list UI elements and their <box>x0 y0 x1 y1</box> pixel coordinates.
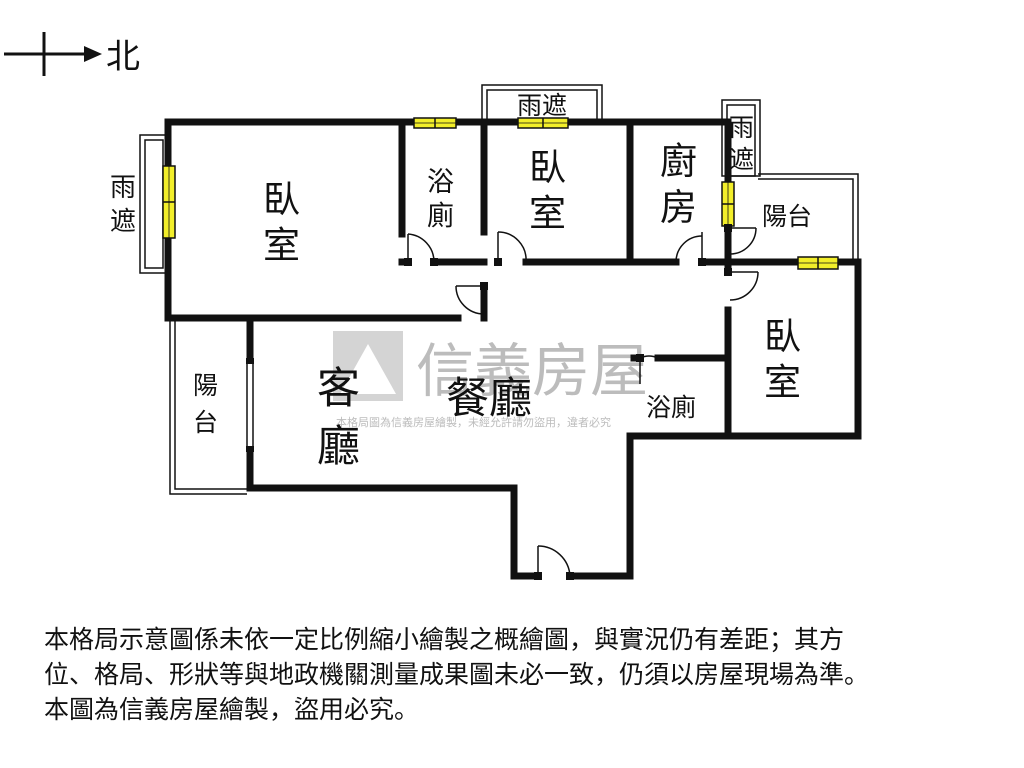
sliding-door-west <box>246 358 254 452</box>
canopy-west-1: 雨 <box>110 173 136 203</box>
room-balcony-east: 陽台 <box>762 202 812 231</box>
balcony-east-outline <box>758 173 859 264</box>
door-bedroom-east <box>729 271 759 301</box>
disclaimer-line-1: 本格局示意圖係未依一定比例縮小繪製之概繪圖，與實況仍有差距；其方 <box>44 625 845 654</box>
room-bath-east: 浴廁 <box>646 393 696 422</box>
watermark-logo-icon <box>333 331 403 401</box>
room-bath-mid-1: 浴 <box>427 167 454 198</box>
room-bedroom-mid-1: 臥 <box>529 146 566 189</box>
canopy-east-1: 雨 <box>729 113 754 142</box>
room-kitchen-1: 廚 <box>660 140 697 183</box>
windows <box>162 117 839 270</box>
disclaimer: 本格局示意圖係未依一定比例縮小繪製之概繪圖，與實況仍有差距；其方 位、格局、形狀… <box>44 622 1009 727</box>
canopy-east-2: 遮 <box>729 145 754 174</box>
door-bath-mid <box>407 233 435 263</box>
door-bedroom-mid <box>497 231 527 263</box>
balcony-west-outline <box>169 318 247 495</box>
room-bedroom-west-2: 室 <box>263 224 300 267</box>
canopy-labels: 雨 遮 雨遮 雨 遮 <box>110 91 754 237</box>
room-bath-mid-2: 廁 <box>427 201 454 232</box>
room-bedroom-mid-2: 室 <box>529 192 566 235</box>
door-hinge-marks <box>404 224 732 580</box>
room-living-2: 廳 <box>317 422 360 472</box>
watermark: 信義房屋 本格局圖為信義房屋繪製，未經允許請勿盜用，違者必究 <box>333 331 648 429</box>
walls <box>164 118 862 580</box>
disclaimer-line-3: 本圖為信義房屋繪製，盜用必究。 <box>44 695 420 724</box>
canopy-west-2: 遮 <box>110 207 136 237</box>
north-arrow-icon <box>4 32 102 76</box>
door-kitchen <box>675 232 703 263</box>
room-balcony-west-2: 台 <box>193 408 218 437</box>
room-kitchen-2: 房 <box>660 186 697 229</box>
room-labels: 臥 室 浴 廁 臥 室 廚 房 陽台 臥 室 浴廁 陽 台 客 廳 餐廳 <box>193 140 812 472</box>
room-bedroom-west-1: 臥 <box>263 178 300 221</box>
canopy-top-label: 雨遮 <box>517 91 567 120</box>
room-dining: 餐廳 <box>446 374 532 424</box>
door-bedroom-west <box>455 285 485 315</box>
watermark-notice: 本格局圖為信義房屋繪製，未經允許請勿盜用，違者必究 <box>336 415 611 429</box>
room-bedroom-east-1: 臥 <box>764 315 801 358</box>
door-balcony-east <box>729 227 757 255</box>
watermark-brand: 信義房屋 <box>416 337 648 405</box>
door-entrance <box>537 545 571 577</box>
compass-north-label: 北 <box>106 37 140 77</box>
room-living-1: 客 <box>317 364 360 414</box>
room-bedroom-east-2: 室 <box>764 361 801 404</box>
room-balcony-west-1: 陽 <box>193 371 218 400</box>
disclaimer-line-2: 位、格局、形狀等與地政機關測量成果圖未必一致，仍須以房屋現場為準。 <box>44 660 870 689</box>
